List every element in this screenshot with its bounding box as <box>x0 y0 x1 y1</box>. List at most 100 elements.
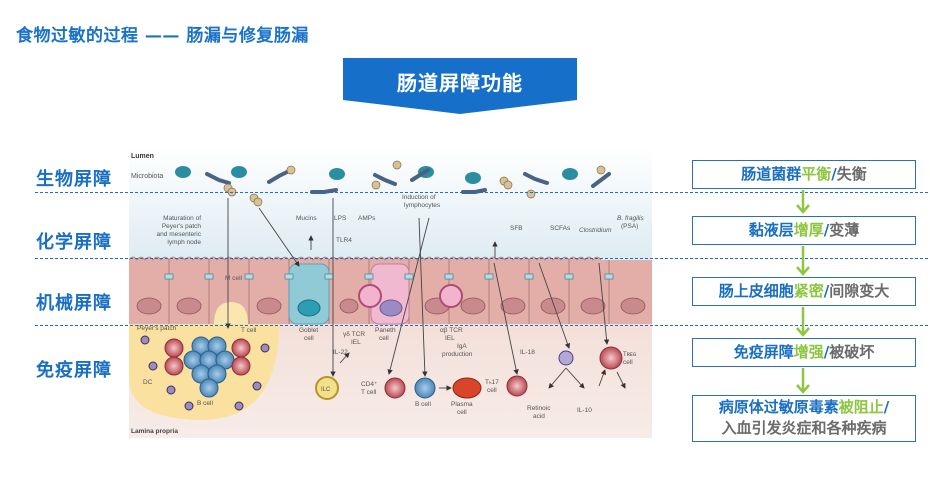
gd-iel-cell <box>358 284 382 308</box>
green-arrow-icon <box>796 246 810 276</box>
label-il10: IL-10 <box>577 407 592 414</box>
flow-sep: / <box>883 398 890 416</box>
th17-cell <box>506 375 528 397</box>
flow-good: 被阻止 <box>838 398 884 416</box>
flow-bad: 变薄 <box>829 221 860 239</box>
flow-pre: 免疫屏障 <box>733 343 794 361</box>
label-retinoic-1: Retinoic <box>527 405 551 412</box>
flow-sep: / <box>823 221 830 239</box>
label-mucins: Mucins <box>296 215 317 222</box>
label-ab-tcr-2: IEL <box>445 335 455 342</box>
label-retinoic-2: acid <box>533 413 545 420</box>
barrier-label-mechanical: 机械屏障 <box>36 293 112 314</box>
arrow-pair-3 <box>796 307 810 337</box>
label-goblet-2: cell <box>304 335 314 342</box>
section-banner: 肠道屏障功能 <box>343 58 577 114</box>
label-dc: DC <box>143 379 153 386</box>
divider-2 <box>35 258 928 259</box>
flow-pre: 肠上皮细胞 <box>718 282 794 300</box>
flow-bad: 失衡 <box>836 165 867 183</box>
label-maturation-4: lymph node <box>167 239 201 246</box>
label-paneth-1: Paneth <box>375 327 396 334</box>
flow-box-mucus: 黏液层增厚/变薄 <box>692 216 916 245</box>
label-m-cell: M cell <box>225 275 243 282</box>
flow-pre: 黏液层 <box>748 221 794 239</box>
label-sfb: SFB <box>510 225 523 232</box>
pp-t-cells <box>164 338 251 376</box>
page-title: 食物过敏的过程 —— 肠漏与修复肠漏 <box>16 26 309 46</box>
label-maturation-1: Maturation of <box>163 215 201 222</box>
label-treg-2: cell <box>623 359 633 366</box>
m-cell-pocket <box>214 302 248 324</box>
flow-good: 平衡 <box>801 165 832 183</box>
divider-3 <box>35 325 928 326</box>
label-bfragilis-2: (PSA) <box>621 223 638 230</box>
label-gd-tcr-1: γδ TCR <box>343 331 365 338</box>
barrier-label-biological: 生物屏障 <box>36 169 112 190</box>
label-maturation-2: Peyer's patch <box>162 223 202 230</box>
flow-box-outcome: 病原体过敏原毒素被阻止/入血引发炎症和各种疾病 <box>692 395 916 442</box>
flow-sep: / <box>823 343 830 361</box>
flow-good: 增厚 <box>793 221 824 239</box>
label-ilc: ILC <box>321 387 331 393</box>
epithelium-layer <box>128 256 652 325</box>
divider-1 <box>35 192 928 193</box>
flow-box-microbiota: 肠道菌群平衡/失衡 <box>692 160 916 189</box>
barrier-label-immune: 免疫屏障 <box>36 360 112 381</box>
diagram-svg: Lumen Microbiota Maturation of Peyer's p… <box>128 148 652 438</box>
label-amps: AMPs <box>358 215 376 222</box>
b-cell-cluster <box>183 336 235 398</box>
flow-sep: / <box>823 282 830 300</box>
ilc-cell <box>315 376 339 400</box>
label-plasma-2: cell <box>457 409 467 416</box>
arrow-pair-4 <box>796 368 810 394</box>
dendritic-cells <box>140 335 270 411</box>
green-arrow-icon <box>796 307 810 337</box>
label-ab-tcr-1: αβ TCR <box>440 327 463 334</box>
intestinal-barrier-diagram: Lumen Microbiota Maturation of Peyer's p… <box>128 148 652 438</box>
arrow-pair-2 <box>796 246 810 276</box>
flow-bad: 间隙变大 <box>829 282 890 300</box>
plasma-cell <box>452 377 482 399</box>
lumen-region <box>129 148 652 263</box>
label-lumen: Lumen <box>131 153 154 160</box>
flow-bad: 被破坏 <box>829 343 875 361</box>
label-gd-tcr-2: IEL <box>351 339 361 346</box>
label-bfragilis-1: B. fragilis <box>617 215 644 222</box>
barrier-label-chemical: 化学屏障 <box>36 232 112 253</box>
label-induction-2: lymphocytes <box>404 202 441 209</box>
label-induction-1: Induction of <box>402 194 436 201</box>
label-microbiota: Microbiota <box>131 173 163 180</box>
label-th17-2: cell <box>487 387 497 394</box>
cd4-t-cell <box>384 377 406 399</box>
arrow-pair-1 <box>796 190 810 214</box>
label-cd4-2: T cell <box>361 389 377 396</box>
flow-sep: / <box>831 165 837 183</box>
green-arrow-icon <box>796 368 810 394</box>
flow-pre: 肠道菌群 <box>741 165 802 183</box>
label-b-cell: B cell <box>415 401 431 408</box>
label-peyers-patch: Peyer's patch <box>137 325 177 332</box>
label-t-cell: T cell <box>241 327 257 334</box>
label-pp-b-cell: B cell <box>197 400 213 407</box>
label-il18: IL-18 <box>520 349 535 356</box>
label-tlr4: TLR4 <box>336 237 352 244</box>
flow-good: 紧密 <box>793 282 824 300</box>
treg-cell <box>599 346 623 370</box>
label-iga-1: IgA <box>457 343 467 350</box>
label-il22: IL-22 <box>333 349 348 356</box>
label-clostridium: Clostridium <box>579 227 612 234</box>
flow-box-immune: 免疫屏障增强/被破坏 <box>692 338 916 367</box>
ab-iel-cell <box>439 284 463 308</box>
label-treg-1: Tʀᴇɢ <box>623 352 636 358</box>
green-arrow-icon <box>796 190 810 214</box>
lp-dendritic-cell <box>558 350 574 366</box>
flow-good: 增强 <box>793 343 824 361</box>
label-lamina-propria: Lamina propria <box>131 428 178 435</box>
flow-bad: 入血引发炎症和各种疾病 <box>721 419 887 437</box>
label-paneth-2: cell <box>379 335 389 342</box>
label-th17-1: Tₕ17 <box>485 379 499 386</box>
banner-title: 肠道屏障功能 <box>397 71 523 95</box>
label-plasma-1: Plasma <box>451 401 473 408</box>
label-cd4-1: CD4⁺ <box>361 381 378 388</box>
